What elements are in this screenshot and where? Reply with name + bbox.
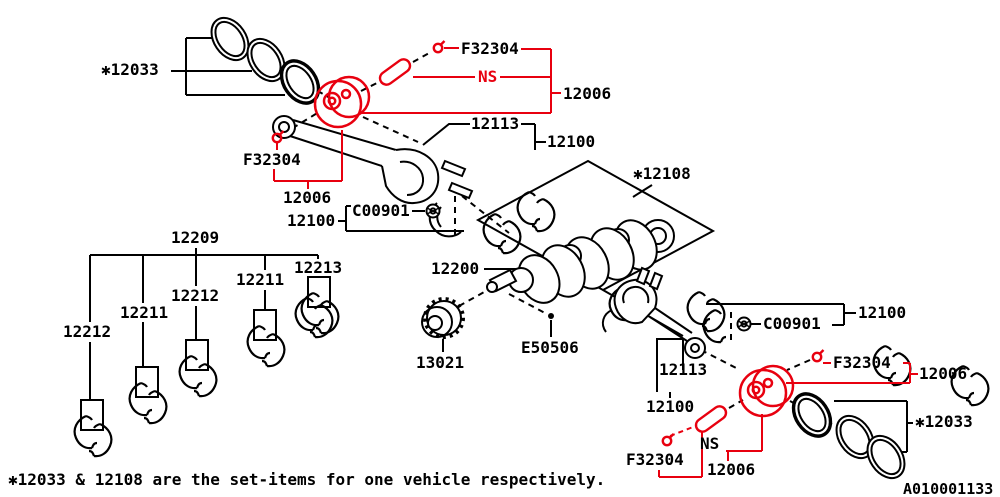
connecting-rod-bottom <box>601 266 706 359</box>
piston-kit-leaders <box>273 47 918 478</box>
part-label-12100-left: 12100 <box>287 211 336 230</box>
rod-nut-bottom <box>736 316 752 332</box>
pin-clip-bottom-b <box>661 432 675 447</box>
part-label-c00901-bottom: C00901 <box>763 314 821 333</box>
piston-pin-bottom <box>694 405 728 433</box>
part-label-c00901-top: C00901 <box>352 201 410 220</box>
crankshaft-drawing <box>486 219 675 304</box>
pin-clip-bottom-a <box>811 348 825 363</box>
part-label-12113-top: 12113 <box>471 114 520 133</box>
part-label-f32304-bottom: F32304 <box>626 450 684 469</box>
part-label-12006-top: 12006 <box>563 84 612 103</box>
woodruff-key <box>548 313 554 319</box>
piston-pin-top <box>378 58 412 86</box>
part-label-12108: ✱12108 <box>633 164 691 183</box>
part-label-12211-b: 12211 <box>120 303 169 322</box>
leader-lines <box>89 37 913 453</box>
part-label-12200: 12200 <box>431 259 480 278</box>
part-label-f32304-left: F32304 <box>243 150 301 169</box>
connecting-rod-top <box>272 115 474 238</box>
part-label-f32304-top: F32304 <box>461 39 519 58</box>
part-label-12006-left: 12006 <box>283 188 332 207</box>
part-label-e50506: E50506 <box>521 338 579 357</box>
piston-rings-bottom <box>791 392 906 480</box>
part-label-12006-right: 12006 <box>919 364 968 383</box>
part-label-13021: 13021 <box>416 353 465 372</box>
piston-bottom-drawing <box>738 364 795 418</box>
part-label-ns-bottom: NS <box>700 434 720 453</box>
part-label-12211-a: 12211 <box>236 270 285 289</box>
part-label-12033-top: ✱12033 <box>101 60 159 79</box>
piston-rings-top <box>210 16 321 105</box>
rod-nut-top <box>425 203 441 219</box>
part-label-12212-b: 12212 <box>63 322 112 341</box>
part-label-12209: 12209 <box>171 228 220 247</box>
part-label-12006-bottom: 12006 <box>707 460 756 479</box>
part-label-12213: 12213 <box>294 258 343 277</box>
part-label-12212-a: 12212 <box>171 286 220 305</box>
part-label-12033-bottom: ✱12033 <box>915 412 973 431</box>
part-label-f32304-right: F32304 <box>833 353 891 372</box>
part-label-ns-top: NS <box>478 67 498 86</box>
part-label-12100-top: 12100 <box>547 132 596 151</box>
set-items-note: ✱12033 & 12108 are the set-items for one… <box>8 470 606 489</box>
crank-sprocket-drawing <box>421 297 465 339</box>
drawing-code: A010001133 <box>903 480 994 497</box>
pin-clip-top-a <box>432 39 446 54</box>
part-label-12100-bottom-right: 12100 <box>858 303 907 322</box>
part-label-12113-bottom: 12113 <box>659 360 708 379</box>
part-label-12100-bottom-left: 12100 <box>646 397 695 416</box>
piston-top-drawing <box>313 75 371 129</box>
